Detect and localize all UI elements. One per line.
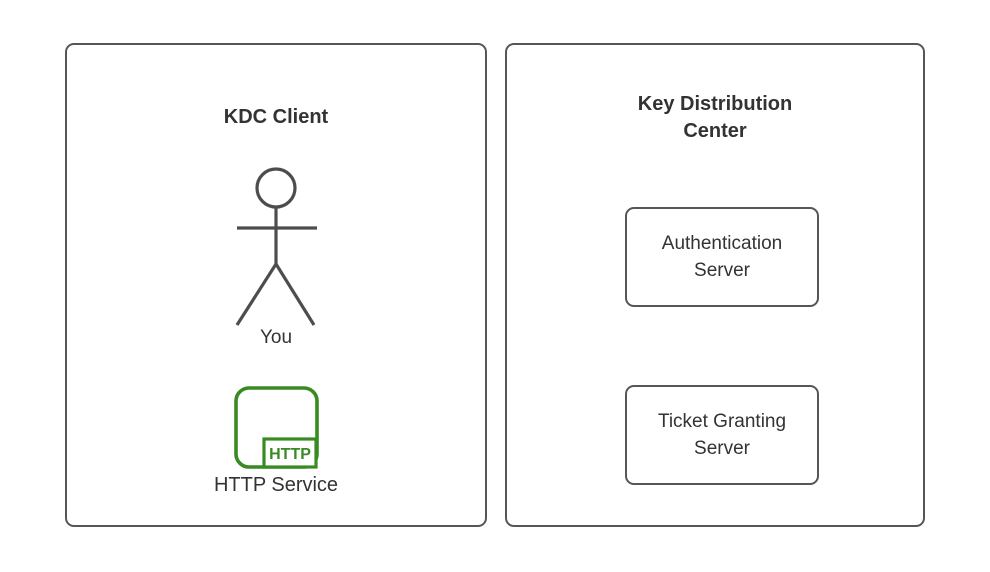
authentication-server-box: Authentication Server	[625, 207, 819, 307]
authentication-server-label: Authentication Server	[661, 233, 783, 281]
kdc-panel-title: Key Distribution Center	[507, 91, 923, 145]
ticket-granting-server-box: Ticket Granting Server	[625, 385, 819, 485]
http-service-label: HTTP Service	[213, 474, 339, 496]
kdc-client-panel: KDC Client You HTTP HTTP Service	[65, 43, 487, 527]
kdc-client-title-text: KDC Client	[223, 106, 329, 128]
key-distribution-center-panel: Key Distribution Center Authentication S…	[505, 43, 925, 527]
http-service-icon: HTTP	[234, 386, 319, 469]
stick-figure-person-icon	[235, 167, 317, 326]
actor-label: You	[259, 327, 293, 348]
ticket-granting-server-label: Ticket Granting Server	[657, 411, 787, 459]
kdc-title-text: Key Distribution Center	[637, 93, 793, 142]
kdc-client-panel-title: KDC Client	[67, 104, 485, 131]
http-icon-text: HTTP	[269, 446, 311, 463]
